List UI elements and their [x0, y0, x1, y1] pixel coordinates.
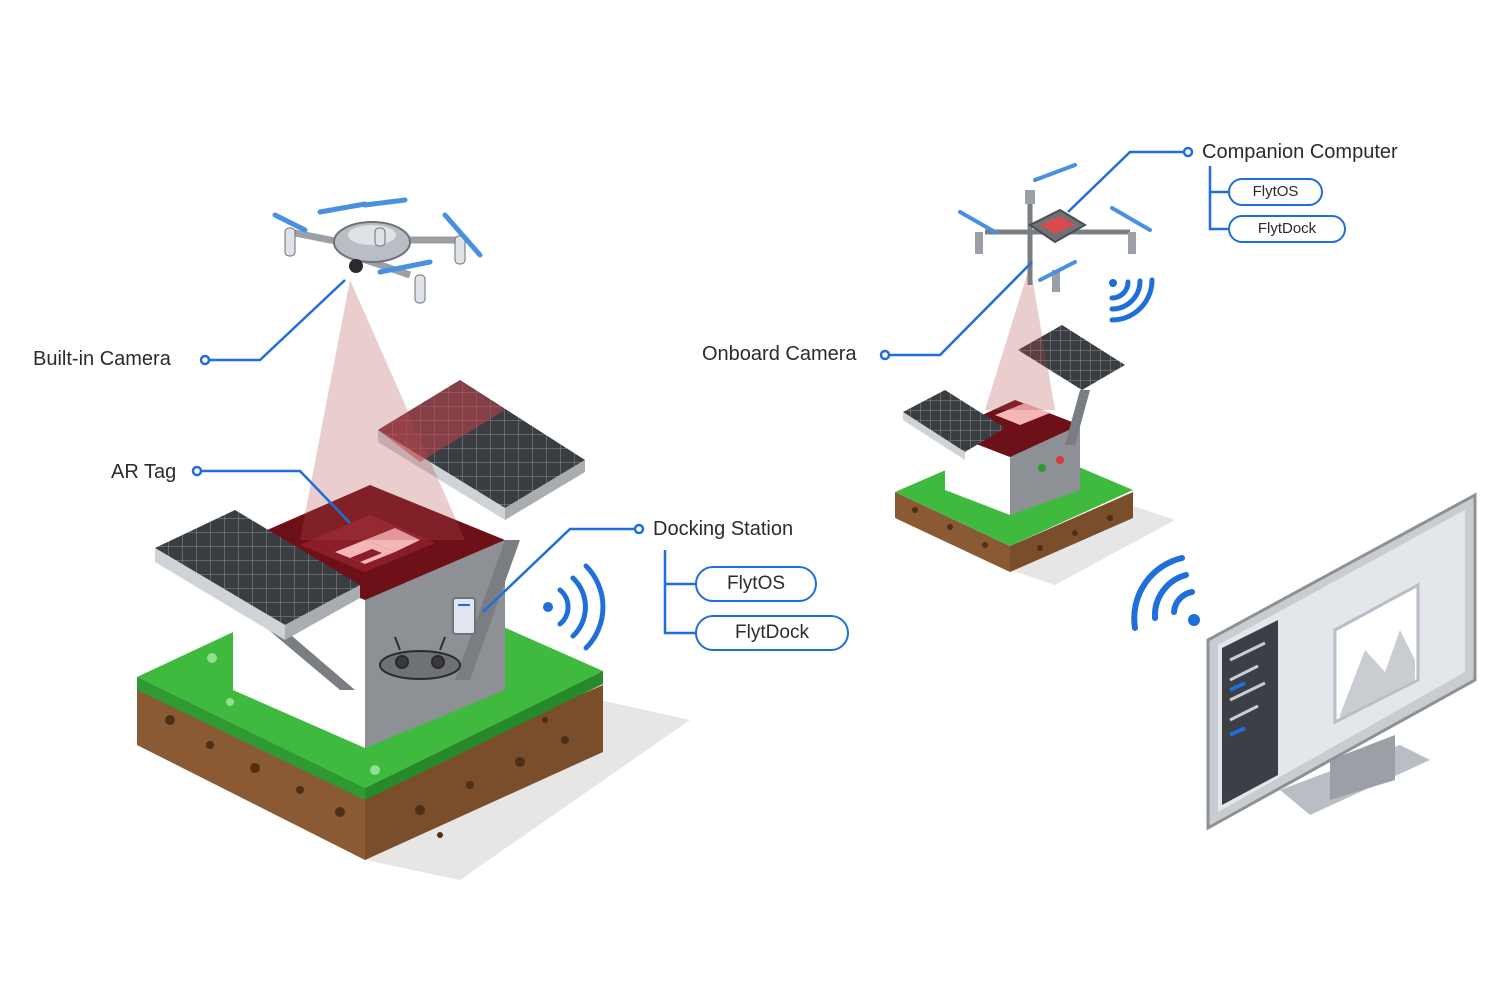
connector-lines-left	[199, 279, 697, 635]
drone-icon	[272, 197, 483, 304]
docking-station-label: Docking Station	[653, 518, 794, 540]
solar-panel-icon	[903, 390, 1005, 460]
camera-beam	[300, 280, 465, 540]
right-flytos-pill: FlytOS	[1228, 178, 1323, 206]
monitor-icon	[1206, 492, 1477, 831]
left-flytdock-pill: FlytDock	[695, 615, 849, 651]
wifi-icon	[543, 563, 606, 651]
solar-panel-icon	[155, 510, 360, 640]
onboard-camera-label: Onboard Camera	[702, 343, 857, 365]
left-flytos-pill: FlytOS	[695, 566, 817, 602]
ar-tag-label: AR Tag	[111, 461, 177, 483]
companion-computer-label: Companion Computer	[1202, 141, 1398, 163]
remote-controller-icon	[379, 636, 461, 680]
mountain-image-icon	[1333, 582, 1420, 725]
right-docking-station	[895, 265, 1175, 585]
left-docking-station	[137, 280, 690, 880]
connector-lines-right	[887, 150, 1228, 357]
wifi-icon	[1131, 555, 1200, 631]
built-in-camera-label: Built-in Camera	[33, 348, 171, 370]
wifi-icon	[1109, 277, 1155, 323]
camera-beam	[985, 265, 1055, 410]
solar-panel-icon	[1018, 325, 1125, 390]
ar-tag-marker	[300, 515, 435, 572]
right-flytdock-pill: FlytDock	[1228, 215, 1346, 243]
router-device	[452, 597, 476, 635]
drone-icon	[958, 163, 1152, 292]
